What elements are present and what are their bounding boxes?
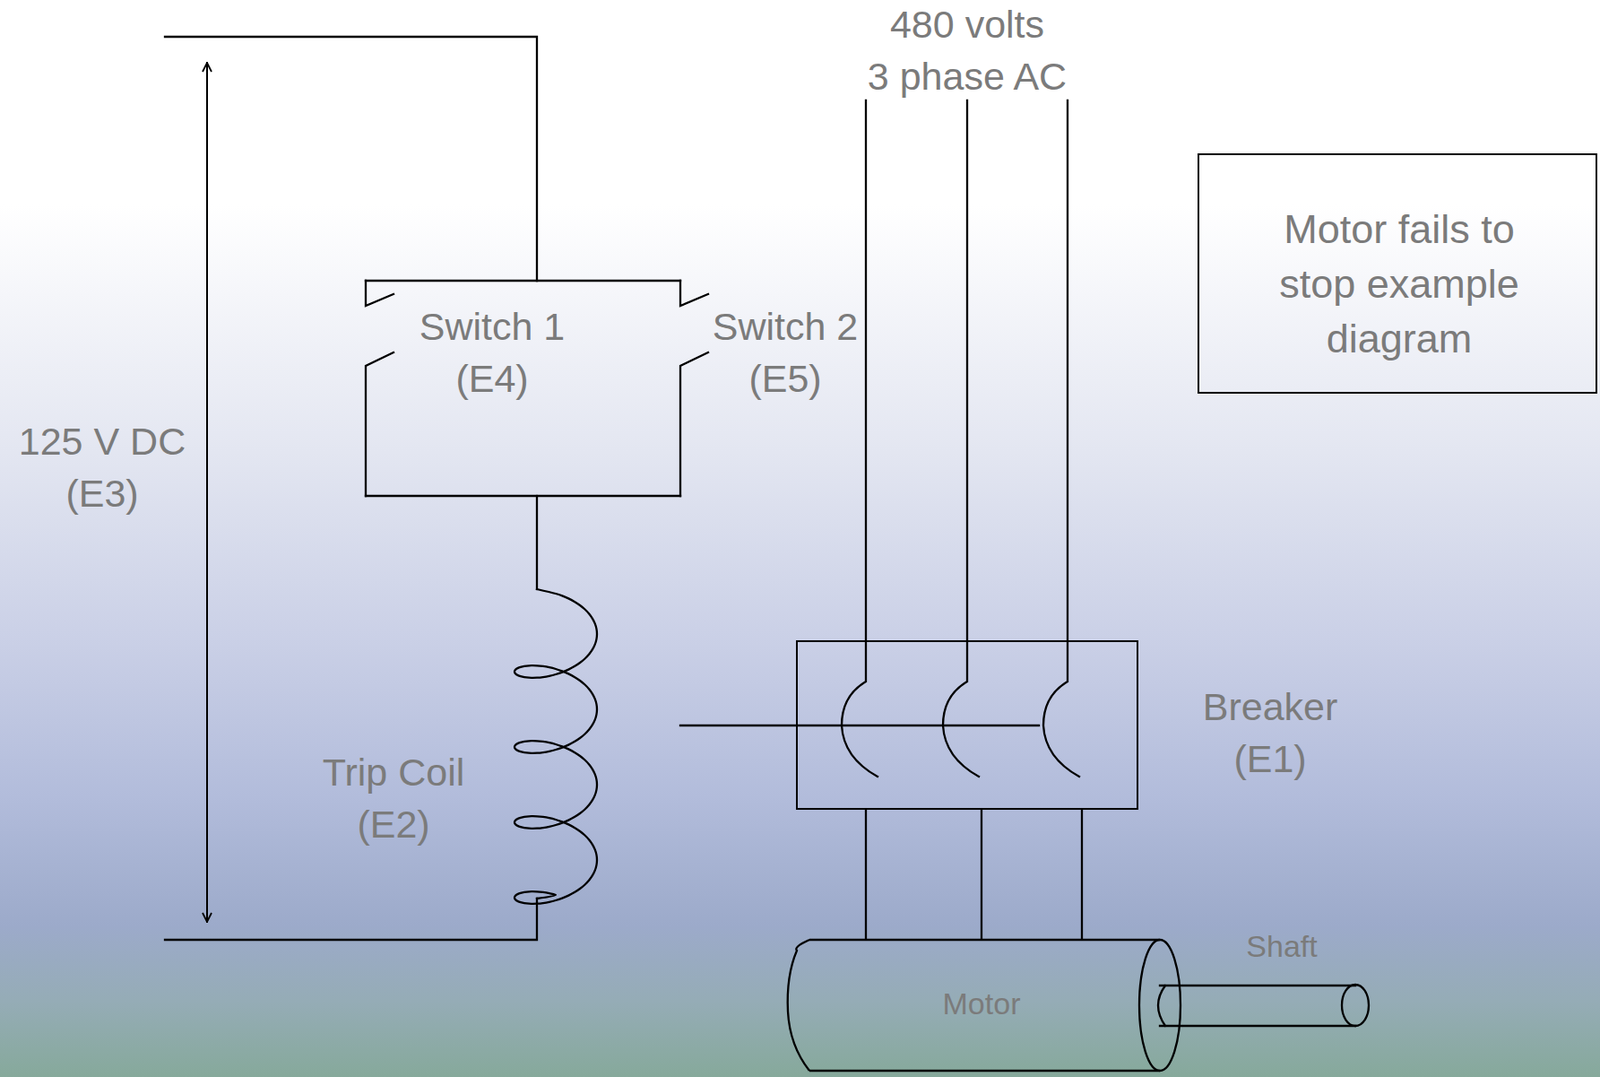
text-line: Motor bbox=[942, 982, 1021, 1024]
motor-body bbox=[809, 939, 1160, 1071]
text-line: Trip Coil bbox=[322, 745, 465, 798]
coil-feed-wire bbox=[536, 495, 538, 589]
switch-bottom-bus bbox=[365, 494, 681, 497]
dc-positive-wire bbox=[164, 36, 537, 281]
text-line: Switch 1 bbox=[419, 300, 566, 353]
text-line: Motor fails to bbox=[1279, 201, 1520, 257]
switch-contact bbox=[680, 280, 709, 306]
power-lead bbox=[980, 809, 983, 940]
motor-end bbox=[787, 939, 810, 1071]
switch-contact bbox=[365, 280, 394, 306]
power-lead bbox=[864, 809, 867, 940]
voltage-arrow bbox=[206, 62, 208, 922]
motor-cylinder: Motor bbox=[787, 939, 1183, 1071]
switch-top-bus bbox=[365, 279, 681, 282]
coil-winding bbox=[514, 588, 597, 904]
phase-line bbox=[942, 100, 979, 777]
shaft-label: Shaft bbox=[1245, 925, 1317, 967]
motor-label: Motor bbox=[942, 982, 1021, 1024]
coil-label: Trip Coil (E2) bbox=[322, 745, 465, 851]
switch-contact bbox=[365, 352, 394, 496]
text-line: (E1) bbox=[1202, 732, 1339, 785]
text-line: 125 V DC bbox=[18, 415, 186, 468]
shaft-body bbox=[1159, 985, 1356, 1026]
shaft-root bbox=[1158, 985, 1166, 1026]
text-line: 480 volts bbox=[867, 0, 1067, 51]
power-lead bbox=[1081, 809, 1083, 940]
text-line: stop example bbox=[1279, 256, 1520, 312]
phase-line bbox=[1043, 100, 1080, 777]
text-line: Breaker bbox=[1202, 680, 1339, 733]
text-line: Shaft bbox=[1245, 925, 1317, 967]
breaker-label: Breaker (E1) bbox=[1202, 680, 1339, 786]
switch-contact bbox=[680, 352, 709, 496]
shaft-end bbox=[1341, 984, 1369, 1026]
note-text: Motor fails to stop example diagram bbox=[1279, 201, 1520, 367]
text-line: (E2) bbox=[322, 797, 465, 850]
supply-label: 480 volts 3 phase AC bbox=[867, 0, 1067, 103]
text-line: diagram bbox=[1279, 311, 1520, 367]
text-line: 3 phase AC bbox=[867, 50, 1067, 103]
dc-negative-wire bbox=[164, 898, 537, 940]
motor-face bbox=[1139, 939, 1181, 1071]
text-line: Switch 2 bbox=[712, 300, 859, 353]
text-line: (E4) bbox=[419, 352, 566, 405]
text-line: (E5) bbox=[712, 352, 859, 405]
trip-coil-symbol bbox=[514, 588, 597, 904]
switch-label: Switch 1 (E4) bbox=[419, 300, 566, 406]
text-line: (E3) bbox=[18, 467, 186, 519]
breaker-box: Breaker (E1) bbox=[795, 640, 1139, 810]
trip-linkage bbox=[680, 724, 1039, 727]
note-box: Motor fails to stop example diagram bbox=[1197, 153, 1598, 394]
phase-line bbox=[841, 100, 878, 777]
switch-label: Switch 2 (E5) bbox=[712, 300, 859, 406]
battery-label: 125 V DC (E3) bbox=[18, 415, 186, 520]
